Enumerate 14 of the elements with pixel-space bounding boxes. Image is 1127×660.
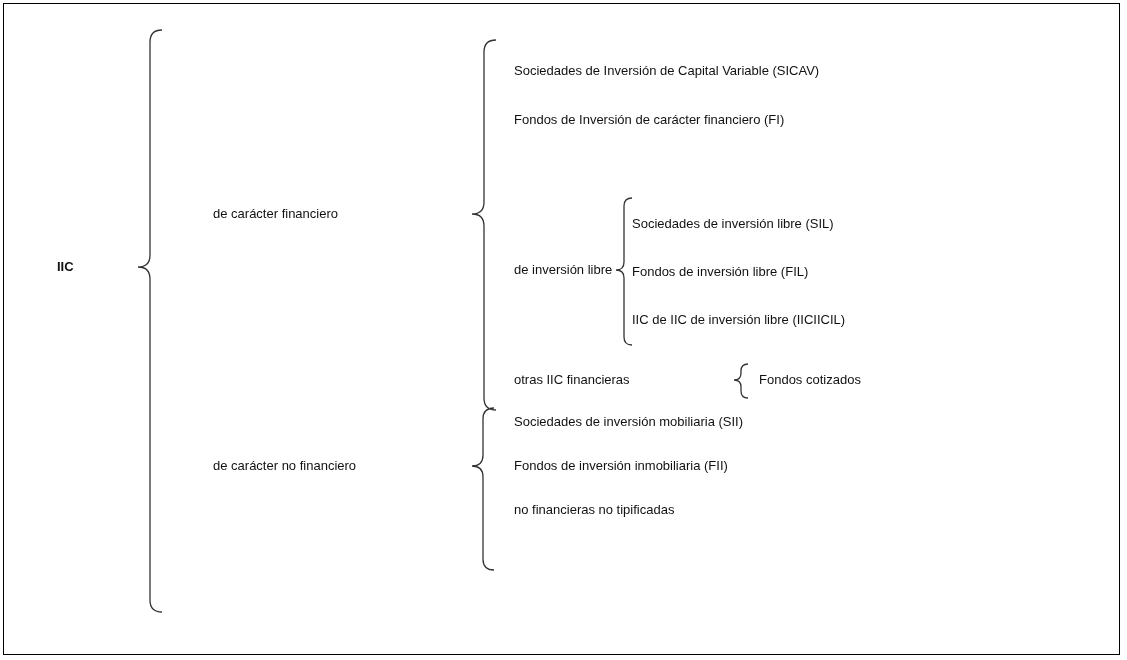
category-label: de carácter financiero	[213, 205, 338, 223]
category-label: de carácter no financiero	[213, 457, 357, 475]
category-label: Sociedades de Inversión de Capital Variable (SICAV)	[514, 62, 820, 80]
category-label: IIC de IIC de inversión libre (IICIICIL)	[632, 311, 846, 329]
category-label: Fondos de inversión inmobiliaria (FII)	[514, 457, 728, 475]
category-label: no financieras no tipificadas	[514, 501, 675, 519]
category-label: Sociedades de inversión libre (SIL)	[632, 215, 834, 233]
category-label: Fondos de inversión libre (FIL)	[632, 263, 809, 281]
category-label: de inversión libre	[514, 261, 613, 279]
category-label: Fondos cotizados	[759, 371, 861, 389]
category-label: Sociedades de inversión mobiliaria (SII)	[514, 413, 744, 431]
category-label: otras IIC financieras	[514, 371, 630, 389]
category-label: Fondos de Inversión de carácter financiero (FI)	[514, 111, 785, 129]
category-label: IIC	[57, 258, 74, 276]
